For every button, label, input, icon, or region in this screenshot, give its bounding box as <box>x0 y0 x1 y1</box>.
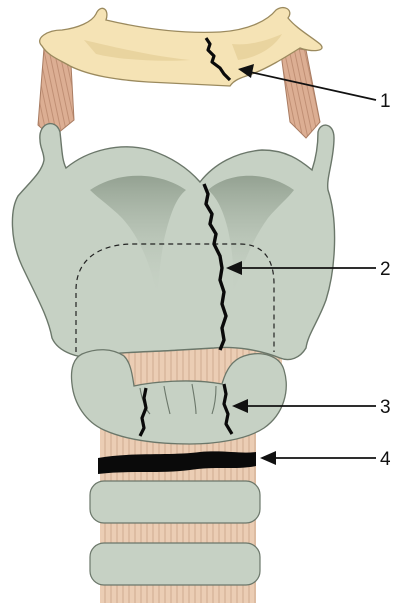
callout-label-1: 1 <box>380 91 391 112</box>
callout-label-2: 2 <box>380 259 391 280</box>
thyroid-cartilage-body <box>12 124 334 360</box>
hyoid-bone <box>40 8 322 86</box>
right-thyrohyoid-muscle <box>280 46 320 138</box>
tracheal-ring-1 <box>90 481 260 523</box>
trachea <box>90 420 260 603</box>
thyroid-cartilage <box>12 124 334 360</box>
callout-label-3: 3 <box>380 397 391 418</box>
arrow-4-head <box>260 451 276 465</box>
callout-labels: 1 2 3 4 <box>380 91 391 470</box>
hyoid-body <box>40 8 322 86</box>
tracheal-ring-2 <box>90 543 260 585</box>
callout-label-4: 4 <box>380 449 391 470</box>
